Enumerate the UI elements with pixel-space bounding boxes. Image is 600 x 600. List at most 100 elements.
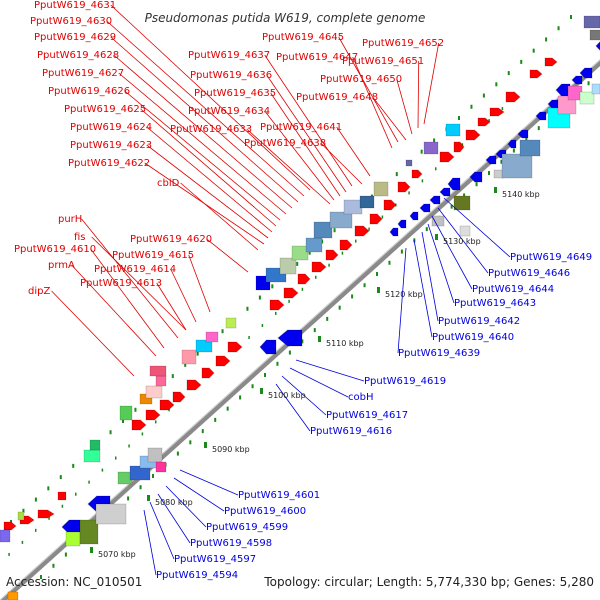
leader-line — [71, 264, 157, 357]
forward-gene-label: PputW619_4638 — [244, 138, 326, 149]
reverse-gene — [571, 75, 583, 85]
tick-mark — [122, 419, 124, 423]
tick-mark — [101, 468, 104, 472]
leader-line — [149, 501, 175, 560]
feature-box — [501, 153, 533, 179]
tick-mark — [201, 429, 204, 434]
tick-mark — [433, 138, 436, 143]
tick-mark — [488, 171, 490, 175]
tick-mark — [388, 260, 391, 265]
forward-gene-label: prmA — [48, 260, 75, 271]
forward-gene — [489, 107, 505, 117]
feature-box — [0, 529, 11, 543]
tick-mark — [64, 552, 67, 557]
backbone-highlight — [0, 58, 600, 600]
forward-gene — [453, 141, 465, 153]
reverse-gene — [409, 211, 419, 221]
forward-gene — [354, 225, 370, 237]
forward-gene-label: PputW619_4634 — [188, 106, 270, 117]
tick-mark — [258, 295, 261, 300]
tick-mark — [176, 451, 179, 456]
scale-label: 5120 kbp — [385, 290, 423, 299]
feature-box — [405, 159, 413, 167]
feature-box — [95, 503, 127, 525]
tick-mark — [168, 408, 170, 412]
major-tick — [318, 336, 321, 342]
tick-mark — [463, 193, 466, 198]
forward-gene-label: PputW619_4631 — [34, 0, 116, 11]
forward-gene — [439, 151, 455, 163]
reverse-gene-label: PputW619_4598 — [190, 538, 272, 549]
leader-line — [124, 90, 281, 221]
reverse-gene — [277, 329, 303, 347]
forward-gene-label: PputW619_4652 — [362, 38, 444, 49]
feature-box — [145, 385, 163, 399]
forward-gene — [311, 261, 327, 273]
tick-mark — [214, 417, 217, 422]
feature-box — [149, 365, 167, 377]
feature-box — [155, 375, 167, 387]
forward-gene-label: PputW619_4622 — [68, 158, 150, 169]
forward-gene — [145, 409, 161, 421]
forward-gene — [283, 287, 299, 299]
tick-mark — [301, 287, 304, 291]
map-title: Pseudomonas putida W619, complete genome — [145, 11, 426, 25]
scale-label: 5070 kbp — [98, 550, 136, 559]
forward-gene-label: PputW619_4641 — [260, 122, 342, 133]
tick-mark — [226, 406, 229, 411]
forward-gene — [297, 273, 311, 285]
tick-mark — [21, 540, 24, 544]
forward-gene — [215, 355, 231, 367]
forward-gene — [465, 129, 481, 141]
forward-gene-label: PputW619_4650 — [320, 74, 402, 85]
leader-line — [157, 493, 191, 544]
tick-mark — [288, 299, 290, 303]
tick-mark — [88, 480, 90, 484]
leader-line — [421, 231, 439, 322]
feature-box — [291, 245, 309, 261]
leader-line — [289, 367, 349, 398]
feature-box — [445, 123, 461, 137]
reverse-gene — [507, 139, 517, 149]
leader-line — [372, 96, 407, 141]
reverse-gene-label: PputW619_4642 — [438, 316, 520, 327]
forward-gene — [369, 213, 383, 225]
feature-box — [431, 215, 445, 227]
forward-gene — [397, 181, 411, 193]
feature-box — [89, 439, 101, 451]
feature-box — [343, 199, 363, 215]
tick-mark — [341, 251, 344, 255]
tick-mark — [470, 104, 473, 109]
tick-mark — [338, 305, 341, 310]
leader-line — [179, 469, 239, 496]
tick-mark — [59, 475, 62, 480]
feature-box — [579, 91, 595, 105]
label-leader-lines — [51, 4, 511, 576]
leader-line — [140, 108, 277, 227]
forward-gene-label: PputW619_4626 — [48, 86, 130, 97]
tick-mark — [326, 316, 329, 321]
feature-box — [453, 195, 471, 211]
tick-mark — [134, 407, 137, 412]
reverse-gene-label: PputW619_4639 — [398, 348, 480, 359]
tick-mark — [275, 311, 277, 315]
tick-mark — [128, 444, 130, 448]
tick-mark — [276, 361, 279, 366]
scale-label: 5130 kbp — [443, 237, 481, 246]
feature-box — [591, 83, 600, 95]
tick-mark — [271, 284, 274, 289]
tick-mark — [395, 172, 398, 177]
tick-mark — [155, 420, 157, 424]
topology-text: Topology: circular; Length: 5,774,330 bp… — [263, 575, 594, 589]
scale-label: 5100 kbp — [268, 391, 306, 400]
tick-mark — [520, 59, 523, 64]
tick-mark — [248, 336, 250, 340]
leader-line — [352, 56, 393, 149]
tick-mark — [351, 294, 354, 299]
tick-mark — [488, 119, 490, 123]
tick-mark — [537, 126, 540, 131]
feature-box — [17, 511, 25, 521]
leader-line — [338, 36, 399, 143]
forward-gene — [3, 521, 17, 531]
leader-line — [165, 485, 207, 528]
